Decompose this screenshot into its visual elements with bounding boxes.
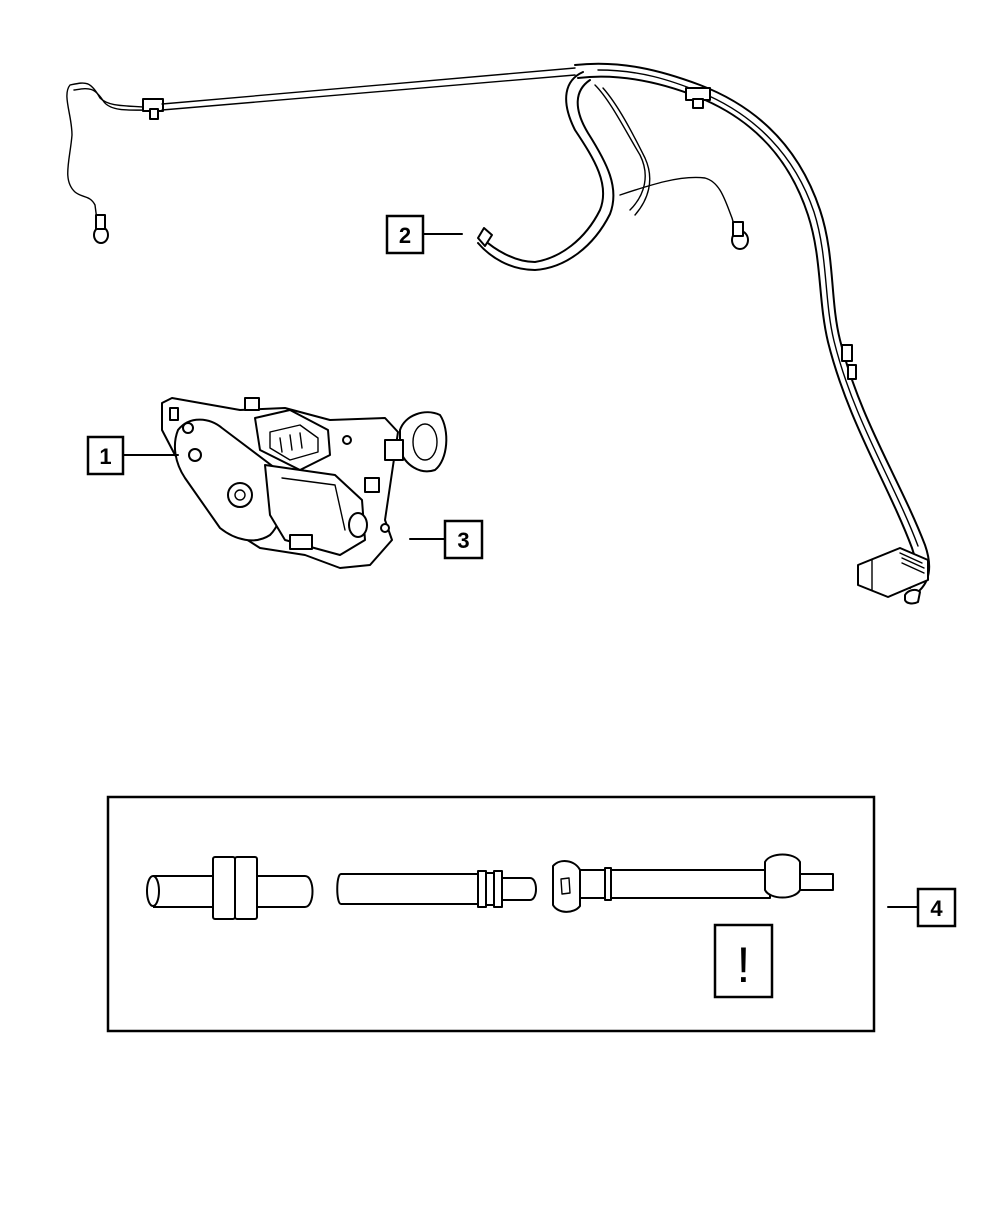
callout-3-label: 3: [457, 528, 469, 553]
callout-1-label: 1: [99, 444, 111, 469]
wiring-harness: [66, 62, 931, 605]
motor-assembly: [161, 397, 448, 569]
part-4-inset: !: [106, 795, 876, 1033]
callout-4-label: 4: [930, 896, 943, 921]
callout-4: 4: [887, 887, 957, 928]
warning-box: [713, 923, 774, 999]
callout-2-label: 2: [399, 223, 411, 248]
callout-1: 1: [86, 435, 179, 476]
warning-symbol: !: [737, 937, 751, 993]
callout-2: 2: [385, 214, 463, 255]
callout-3: 3: [409, 519, 484, 560]
